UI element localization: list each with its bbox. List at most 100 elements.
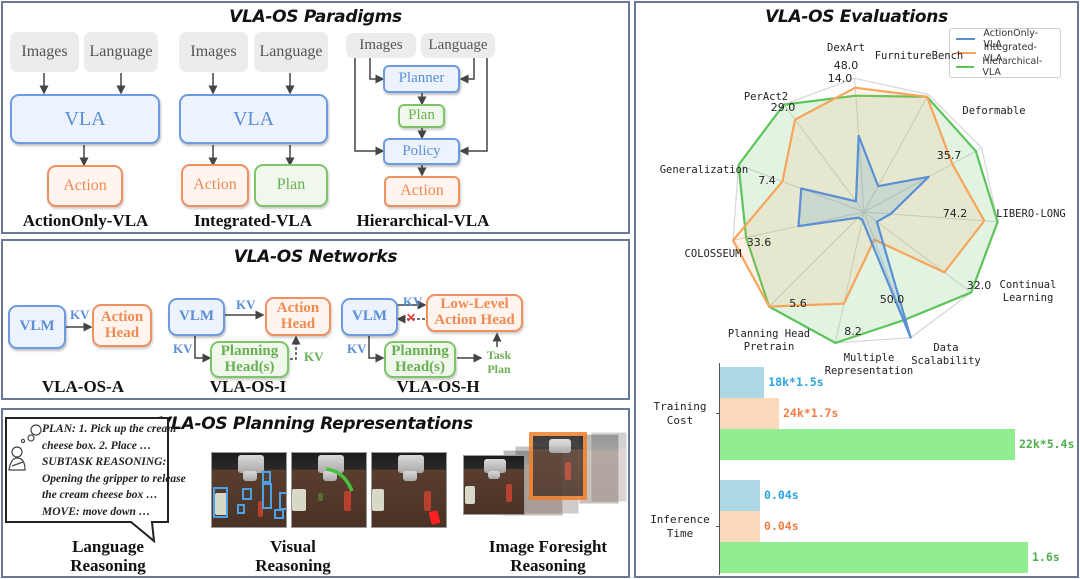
vla-box: VLA (10, 94, 160, 144)
action-head-box: Action Head (92, 304, 152, 347)
vla-os-a-caption: VLA-OS-A (41, 377, 125, 396)
planning-head-box: Planning Head(s) (210, 341, 289, 378)
language-input: Language (84, 32, 158, 72)
images-input: Images (179, 32, 248, 72)
reasoning-line: Opening the gripper to release (42, 472, 186, 485)
radar-axis-label: LIBERO-LONG (996, 208, 1066, 220)
images-input: Images (10, 32, 79, 72)
plan-box: Plan (398, 104, 445, 128)
vlm-label: VLM (19, 318, 55, 335)
speech-bubble (5, 417, 169, 544)
bar-value-label: 0.04s (764, 519, 799, 533)
legend-label: Hierarchical-VLA (982, 56, 1043, 78)
networks-title: VLA-OS Networks (233, 247, 398, 267)
vla-label: VLA (232, 107, 275, 130)
action-head-label: Action Head (276, 299, 320, 332)
plan-label: Plan (276, 176, 306, 194)
radar-series-actiononly-vla (797, 134, 930, 339)
vla-os-i-caption: VLA-OS-I (209, 377, 287, 396)
networks-panel: VLA-OS Networks VLM KV Action Head VLA-O… (1, 239, 630, 400)
language-input: Language (254, 32, 328, 72)
low-level-action-head-label: Low-Level Action Head (434, 296, 515, 328)
kv-label: KV (347, 341, 367, 356)
bar-integrated-vla (720, 398, 779, 429)
vlm-label: VLM (179, 308, 214, 325)
legend-label: Integrated-VLA (983, 42, 1037, 64)
action-only-caption: ActionOnly-VLA (22, 211, 149, 230)
paradigms-arrows (39, 58, 488, 177)
bar-value-label: 18k*1.5s (768, 375, 824, 389)
radar-chart: DexArt48.0FurnitureBench14.0Deformable35… (660, 42, 1066, 377)
radar-axis-label: Deformable (962, 105, 1025, 117)
planning-head-label: Planning Head(s) (391, 342, 449, 375)
legend-swatch-integrated (956, 52, 976, 54)
bar-value-label: 24k*1.7s (783, 406, 839, 420)
networks-arrows (65, 300, 502, 363)
radar-axis-max-value: 50.0 (880, 293, 905, 306)
bar-chart-axis (719, 363, 720, 575)
bar-value-label: 22k*5.4s (1019, 437, 1075, 451)
kv-label: KV (236, 297, 256, 312)
task-plan-label: Task Plan (486, 348, 512, 376)
legend-item: ActionOnly-VLA (956, 28, 1054, 50)
current-frame-image (463, 455, 525, 515)
radar-axis-max-value: 29.0 (771, 101, 796, 114)
radar-axis-label: DexArt (827, 42, 865, 54)
language-input-label: Language (259, 42, 323, 60)
reasoning-line: cheese box. 2. Place … (42, 439, 152, 452)
legend-swatch-hierarchical (956, 66, 975, 68)
images-input-label: Images (359, 36, 403, 53)
vla-os-h-caption: VLA-OS-H (396, 377, 480, 396)
bar-actiononly-vla (720, 367, 765, 398)
hierarchical-caption: Hierarchical-VLA (356, 211, 490, 230)
language-input: Language (421, 33, 495, 58)
bar-value-label: 0.04s (764, 488, 799, 502)
radar-axis-line (863, 211, 972, 293)
evaluations-panel: VLA-OS Evaluations ActionOnly-VLA Integr… (634, 1, 1079, 578)
action-head-box: Action Head (265, 297, 331, 336)
radar-axis-max-value: 14.0 (828, 72, 853, 85)
bar-value-label: 1.6s (1032, 550, 1060, 564)
planning-head-label: Planning Head(s) (220, 342, 279, 375)
radar-series-integrated-vla (731, 86, 986, 308)
radar-axis-max-value: 5.6 (789, 297, 807, 310)
foresight-stack (463, 430, 631, 530)
radar-axis-label: PerAct2 (744, 91, 788, 103)
visual-reasoning-target-image (371, 452, 447, 528)
low-level-action-head-box: Low-Level Action Head (426, 294, 523, 332)
paradigms-title: VLA-OS Paradigms (229, 7, 402, 27)
action-head-label: Action Head (100, 308, 144, 341)
radar-axis-max-value: 7.4 (758, 174, 776, 187)
chart-legend: ActionOnly-VLA Integrated-VLA Hierarchic… (949, 28, 1061, 78)
image-foresight-caption: Image Foresight Reasoning (488, 537, 608, 576)
vla-label: VLA (64, 107, 106, 130)
images-input: Images (346, 33, 416, 58)
action-box: Action (47, 165, 123, 207)
vla-box: VLA (179, 94, 328, 144)
radar-axis-line (834, 211, 865, 344)
blocked-mark: ✕ (406, 311, 417, 325)
legend-item: Hierarchical-VLA (956, 56, 1054, 78)
reasoning-line: SUBTASK REASONING: (42, 456, 167, 468)
visual-reasoning-trajectory-image (291, 452, 367, 528)
action-label: Action (63, 176, 107, 194)
radar-series-hierarchical-vla (737, 94, 999, 344)
evaluations-title: VLA-OS Evaluations (765, 7, 948, 27)
radar-axis-label: Generalization (660, 164, 749, 176)
language-reasoning-caption: Language Reasoning (70, 537, 146, 576)
vlm-box: VLM (168, 298, 225, 336)
vlm-box: VLM (341, 298, 398, 336)
radar-axis-line (768, 211, 865, 307)
bar-integrated-vla (720, 511, 761, 542)
action-box: Action (384, 176, 460, 207)
action-label: Action (400, 182, 444, 200)
radar-axis-max-value: 33.6 (747, 236, 772, 249)
action-box: Action (181, 164, 249, 207)
reasoning-line: PLAN: 1. Pick up the cream (42, 423, 177, 435)
language-input-label: Language (428, 36, 488, 53)
